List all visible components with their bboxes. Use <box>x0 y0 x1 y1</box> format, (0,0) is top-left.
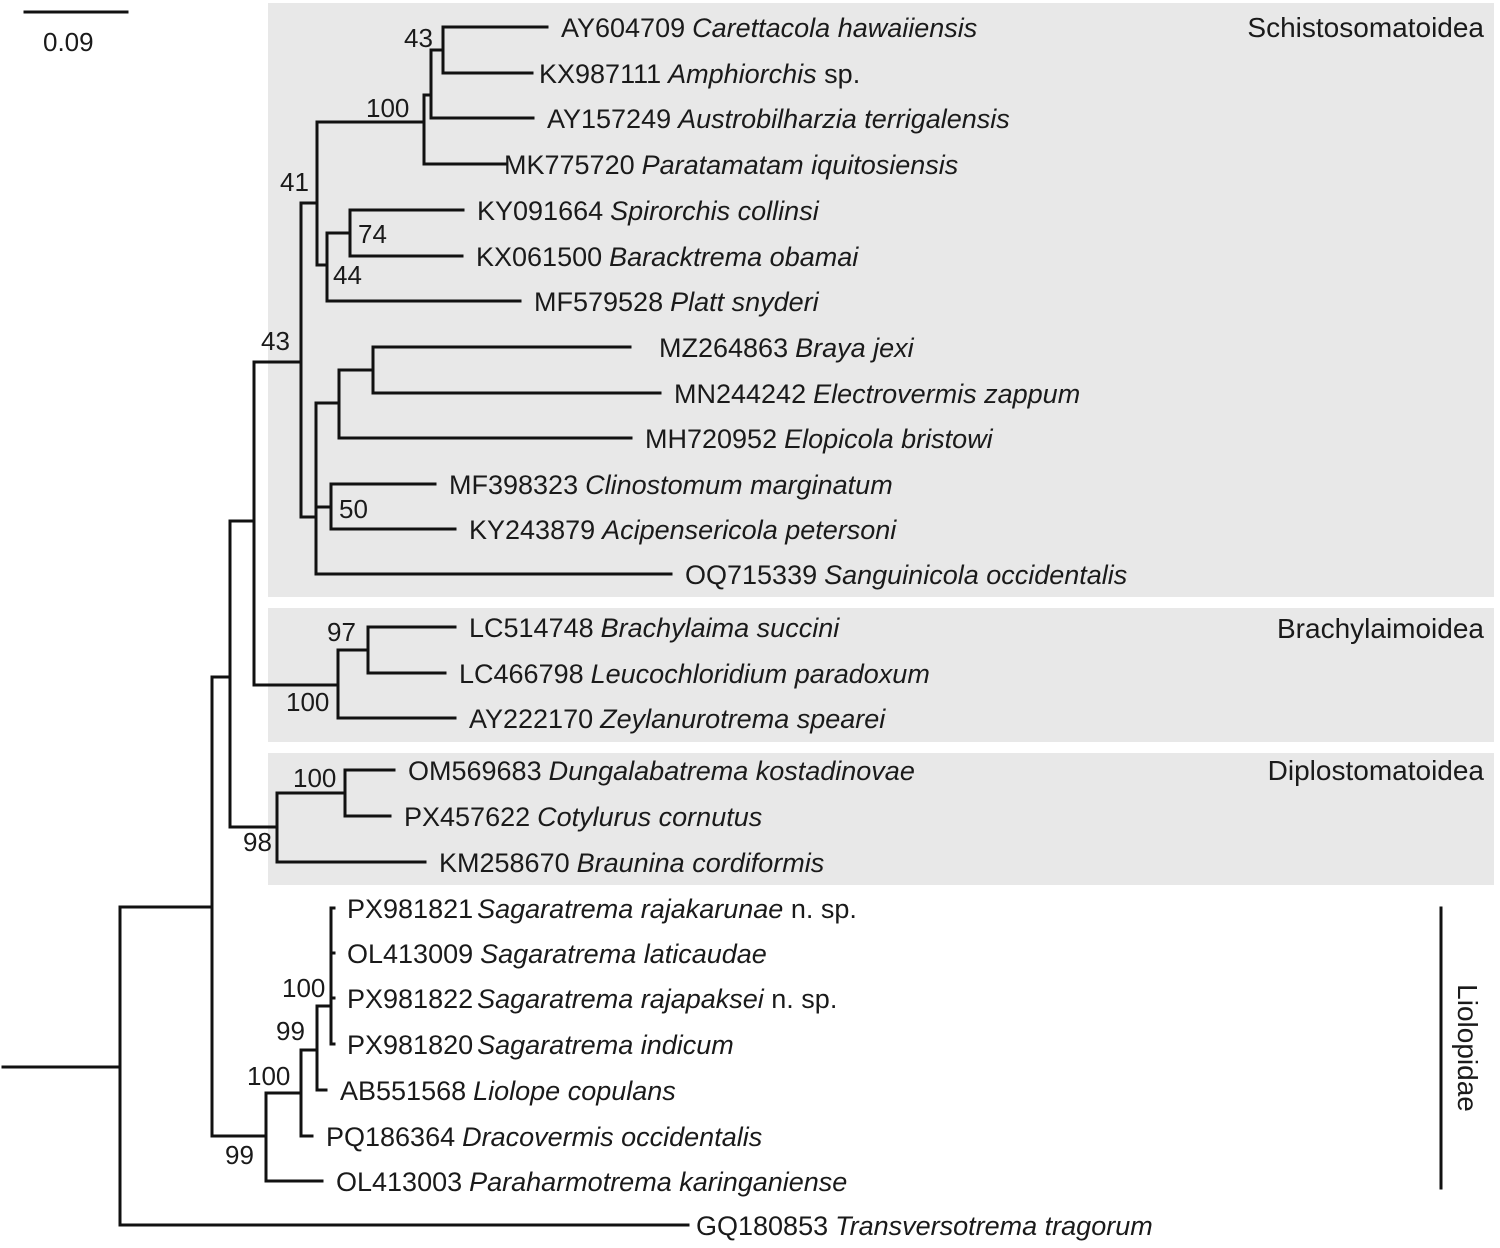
support-value: 50 <box>339 494 368 524</box>
group-label-diplostomatoidea: Diplostomatoidea <box>1268 755 1485 786</box>
support-value: 43 <box>261 326 290 356</box>
group-label-schistosomatoidea: Schistosomatoidea <box>1247 12 1484 43</box>
clade-box-diplostomatoidea <box>268 753 1494 885</box>
support-value: 100 <box>282 973 325 1003</box>
tree-branches <box>1 25 690 1227</box>
support-value: 98 <box>243 827 272 857</box>
group-label-liolopidae: Liolopidae <box>1452 984 1483 1112</box>
scale-bar-label: 0.09 <box>43 27 94 57</box>
support-value: 99 <box>276 1016 305 1046</box>
support-value: 100 <box>293 763 336 793</box>
support-value: 44 <box>333 260 362 290</box>
support-value: 41 <box>280 167 309 197</box>
support-value: 97 <box>327 617 356 647</box>
support-value: 100 <box>366 93 409 123</box>
support-value: 99 <box>225 1140 254 1170</box>
clade-box-brachylaimoidea <box>268 608 1494 742</box>
support-value: 43 <box>404 23 433 53</box>
group-label-brachylaimoidea: Brachylaimoidea <box>1277 613 1484 644</box>
support-values: 43 100 41 74 44 43 50 97 100 100 98 100 … <box>225 23 433 1170</box>
support-value: 100 <box>286 687 329 717</box>
support-value: 74 <box>358 219 387 249</box>
support-value: 100 <box>247 1061 290 1091</box>
